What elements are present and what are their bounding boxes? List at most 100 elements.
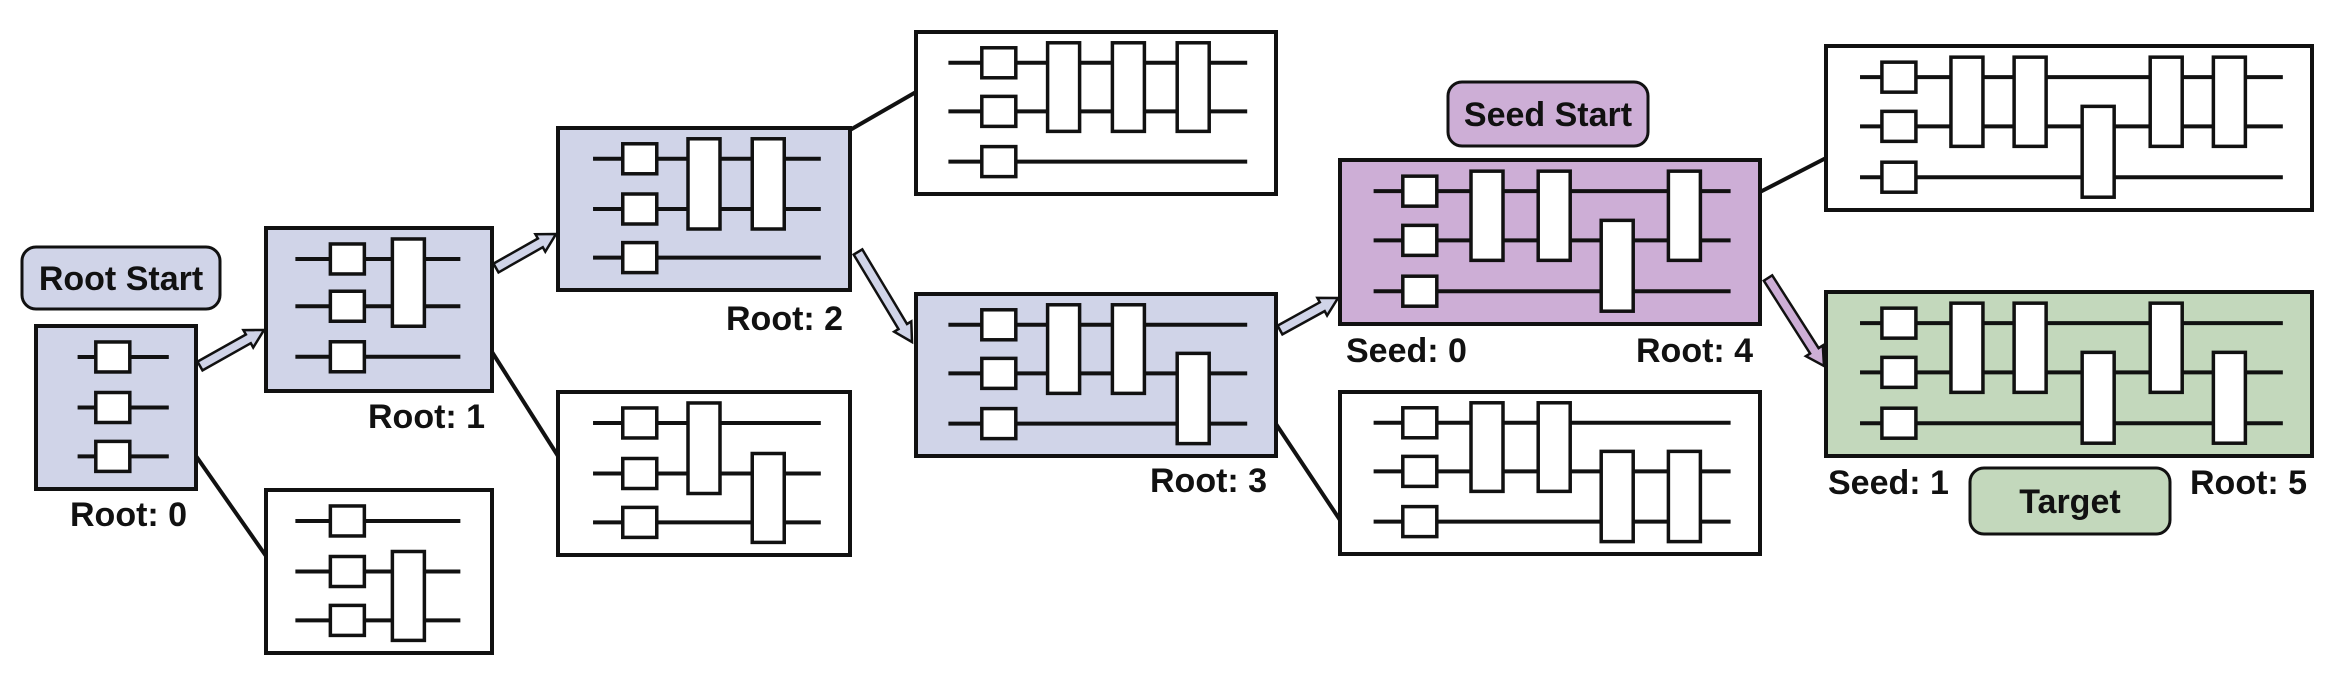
label-root-3: Root: 3 — [1150, 462, 1267, 500]
single-qubit-gate — [328, 242, 367, 276]
two-qubit-gate — [1469, 401, 1505, 494]
circuit-box-root-2 — [556, 126, 852, 292]
arrow-root2-to-root3 — [851, 247, 914, 345]
label-root-4: Root: 4 — [1636, 332, 1753, 370]
single-qubit-gate — [94, 439, 132, 474]
single-qubit-gate — [980, 308, 1018, 342]
circuit-frame — [264, 226, 494, 393]
two-qubit-gate — [750, 137, 786, 231]
label-root-0: Root: 0 — [70, 496, 187, 534]
tree-edge — [194, 454, 268, 558]
two-qubit-gate — [1599, 218, 1635, 313]
single-qubit-gate — [621, 505, 659, 540]
two-qubit-gate — [1045, 41, 1082, 134]
single-qubit-gate — [621, 456, 659, 491]
root-start-label: Root Start — [39, 260, 203, 298]
two-qubit-gate — [1110, 303, 1147, 396]
single-qubit-gate — [1401, 406, 1439, 440]
two-qubit-gate — [2148, 55, 2184, 149]
single-qubit-gate — [328, 340, 367, 374]
two-qubit-gate — [390, 549, 427, 643]
target-label: Target — [2019, 483, 2120, 521]
two-qubit-gate — [1949, 301, 1985, 395]
tree-edge — [490, 350, 560, 458]
seed-start-label: Seed Start — [1464, 96, 1632, 134]
arrows — [195, 232, 1826, 373]
two-qubit-gate — [1536, 401, 1572, 494]
tree-edge — [1759, 156, 1827, 194]
single-qubit-gate — [1880, 60, 1918, 94]
single-qubit-gate — [328, 603, 367, 638]
connectors — [194, 90, 1827, 558]
two-qubit-gate — [390, 237, 427, 328]
two-qubit-gate — [1045, 303, 1082, 396]
tree-edge — [1274, 422, 1342, 522]
two-qubit-gate — [2080, 104, 2116, 199]
two-qubit-gate — [1469, 169, 1505, 263]
single-qubit-gate — [1880, 109, 1918, 144]
circuit-box-root-1-child — [264, 488, 494, 655]
arrow-root3-to-root4 — [1275, 296, 1341, 337]
label-seed-1: Seed: 1 — [1828, 464, 1949, 502]
single-qubit-gate — [1401, 454, 1439, 489]
single-qubit-gate — [328, 289, 367, 323]
single-qubit-gate — [980, 356, 1018, 391]
circuit-box-root-2-child — [556, 390, 852, 557]
single-qubit-gate — [1880, 306, 1918, 340]
single-qubit-gate — [980, 144, 1018, 179]
two-qubit-gate — [686, 137, 722, 231]
label-root-2: Root: 2 — [726, 300, 843, 338]
single-qubit-gate — [328, 504, 367, 538]
two-qubit-gate — [1666, 449, 1703, 544]
two-qubit-gate — [750, 451, 786, 545]
tree-edge — [849, 90, 917, 132]
two-qubit-gate — [686, 401, 722, 496]
single-qubit-gate — [1401, 504, 1439, 539]
two-qubit-gate — [2148, 301, 2184, 395]
single-qubit-gate — [1880, 160, 1918, 194]
circuit-box-root-5-sibling — [1824, 44, 2314, 212]
two-qubit-gate — [2012, 55, 2048, 149]
single-qubit-gate — [1401, 223, 1439, 258]
single-qubit-gate — [1880, 355, 1918, 390]
single-qubit-gate — [1401, 274, 1439, 308]
single-qubit-gate — [94, 340, 132, 374]
two-qubit-gate — [1949, 55, 1985, 149]
circuit-box-root-3 — [914, 292, 1278, 458]
single-qubit-gate — [980, 46, 1018, 80]
two-qubit-gate — [1666, 169, 1703, 263]
circuit-boxes — [34, 30, 2314, 655]
single-qubit-gate — [1880, 406, 1918, 440]
single-qubit-gate — [1401, 174, 1439, 208]
two-qubit-gate — [2211, 55, 2248, 149]
seed-start-pill: Seed Start — [1446, 80, 1650, 148]
label-seed-0: Seed: 0 — [1346, 332, 1467, 370]
circuit-box-root-4-child — [1338, 390, 1762, 556]
two-qubit-gate — [2080, 350, 2116, 445]
two-qubit-gate — [1599, 449, 1635, 544]
arrow-root1-to-root2 — [491, 232, 559, 275]
two-qubit-gate — [2012, 301, 2048, 395]
two-qubit-gate — [1175, 41, 1211, 134]
target-pill: Target — [1968, 466, 2172, 536]
single-qubit-gate — [328, 554, 367, 589]
two-qubit-gate — [2211, 350, 2248, 445]
single-qubit-gate — [94, 390, 132, 425]
circuit-box-root-1 — [264, 226, 494, 393]
two-qubit-gate — [1536, 169, 1572, 263]
circuit-box-root-3-sibling — [914, 30, 1278, 196]
two-qubit-gate — [1175, 351, 1211, 446]
root-start-pill: Root Start — [20, 245, 222, 311]
arrow-root0-to-root1 — [195, 328, 267, 373]
single-qubit-gate — [621, 240, 659, 275]
single-qubit-gate — [621, 142, 659, 176]
arrow-root4-to-root5 — [1762, 273, 1826, 369]
single-qubit-gate — [621, 192, 659, 226]
circuit-box-root-0 — [34, 324, 198, 491]
circuit-box-root-4 — [1338, 158, 1762, 326]
single-qubit-gate — [621, 406, 659, 440]
label-root-5: Root: 5 — [2190, 464, 2307, 502]
circuit-box-root-5 — [1824, 290, 2314, 458]
two-qubit-gate — [1110, 41, 1147, 134]
